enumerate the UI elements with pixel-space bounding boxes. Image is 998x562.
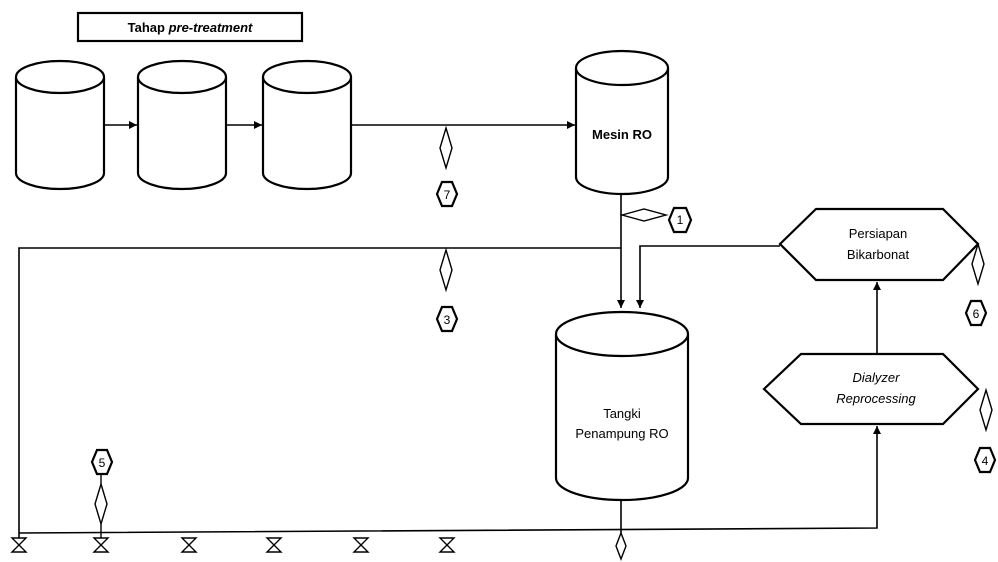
pretreatment-tank-2 [136, 59, 228, 191]
sampling-point-4: 4 [973, 387, 997, 474]
dialyzer-label-line2: Reprocessing [836, 391, 916, 406]
sampling-point-3: 3 [435, 247, 459, 333]
tank-outlet-valve [615, 531, 627, 561]
svg-text:6: 6 [973, 307, 980, 321]
ro-tank-label-line1: Tangki [603, 406, 641, 421]
return-loop-line [18, 247, 621, 533]
sampling-point-1: 1 [619, 206, 693, 234]
valve-5 [352, 537, 370, 553]
ro-holding-tank: Tangki Penampung RO [554, 310, 690, 502]
pretreatment-tank-1 [14, 59, 106, 191]
pretreatment-title: Tahap pre-treatment [128, 20, 253, 35]
bicarbonate-label-line2: Bikarbonat [847, 247, 910, 262]
sampling-point-6: 5 [90, 448, 114, 538]
svg-text:3: 3 [444, 313, 451, 327]
valve-6 [438, 537, 456, 553]
ro-machine: Mesin RO [574, 49, 670, 196]
sampling-point-5: 6 [964, 241, 988, 327]
svg-text:1: 1 [677, 213, 684, 227]
valve-1 [10, 533, 28, 553]
distribution-main-line [18, 426, 881, 534]
ro-tank-label-line2: Penampung RO [575, 426, 668, 441]
flow-arrow-bicarbonate-to-tank [636, 245, 780, 308]
pretreatment-title-box: Tahap pre-treatment [76, 11, 304, 43]
bicarbonate-label-line1: Persiapan [849, 226, 908, 241]
sampling-point-7: 7 [435, 125, 459, 208]
valve-3 [180, 537, 198, 553]
bicarbonate-preparation: Persiapan Bikarbonat [778, 207, 980, 282]
svg-text:7: 7 [444, 188, 451, 202]
svg-text:5: 5 [99, 456, 106, 470]
dialyzer-reprocessing: Dialyzer Reprocessing [762, 352, 980, 426]
pretreatment-tank-3 [261, 59, 353, 191]
svg-text:4: 4 [982, 454, 989, 468]
dialyzer-label-line1: Dialyzer [853, 370, 901, 385]
ro-machine-label: Mesin RO [592, 127, 652, 142]
valve-4 [265, 537, 283, 553]
valve-2 [92, 537, 110, 553]
